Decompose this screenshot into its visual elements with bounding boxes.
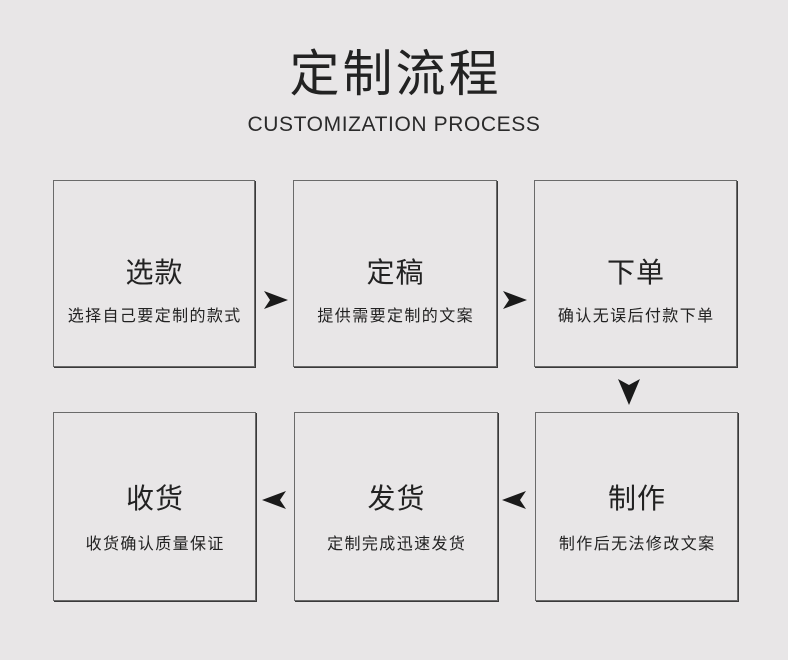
step-description: 定制完成迅速发货 <box>327 534 467 553</box>
arrow-down-icon <box>618 379 640 405</box>
step-card-production: 制作 制作后无法修改文案 <box>535 412 738 601</box>
step-card-select-style: 选款 选择自己要定制的款式 <box>53 180 255 367</box>
step-description: 制作后无法修改文案 <box>558 534 716 553</box>
arrow-left-icon <box>262 491 286 509</box>
step-description: 选择自己要定制的款式 <box>67 306 242 325</box>
step-card-finalize-draft: 定稿 提供需要定制的文案 <box>293 180 497 367</box>
step-description: 提供需要定制的文案 <box>317 306 474 325</box>
arrow-right-icon <box>503 291 527 309</box>
step-description: 收货确认质量保证 <box>85 534 225 553</box>
step-title: 收货 <box>125 482 184 515</box>
step-card-place-order: 下单 确认无误后付款下单 <box>534 180 737 367</box>
arrow-left-icon <box>502 491 526 509</box>
step-card-shipping: 发货 定制完成迅速发货 <box>294 412 498 601</box>
step-title: 发货 <box>367 482 426 515</box>
step-title: 选款 <box>125 256 184 289</box>
arrow-right-icon <box>264 291 288 309</box>
step-title: 制作 <box>607 482 666 515</box>
step-description: 确认无误后付款下单 <box>557 306 715 325</box>
step-title: 定稿 <box>366 256 425 289</box>
page-title: 定制流程 <box>289 45 502 103</box>
page-subtitle: CUSTOMIZATION PROCESS <box>247 113 541 136</box>
step-title: 下单 <box>606 256 665 289</box>
step-card-receive-goods: 收货 收货确认质量保证 <box>53 412 256 601</box>
